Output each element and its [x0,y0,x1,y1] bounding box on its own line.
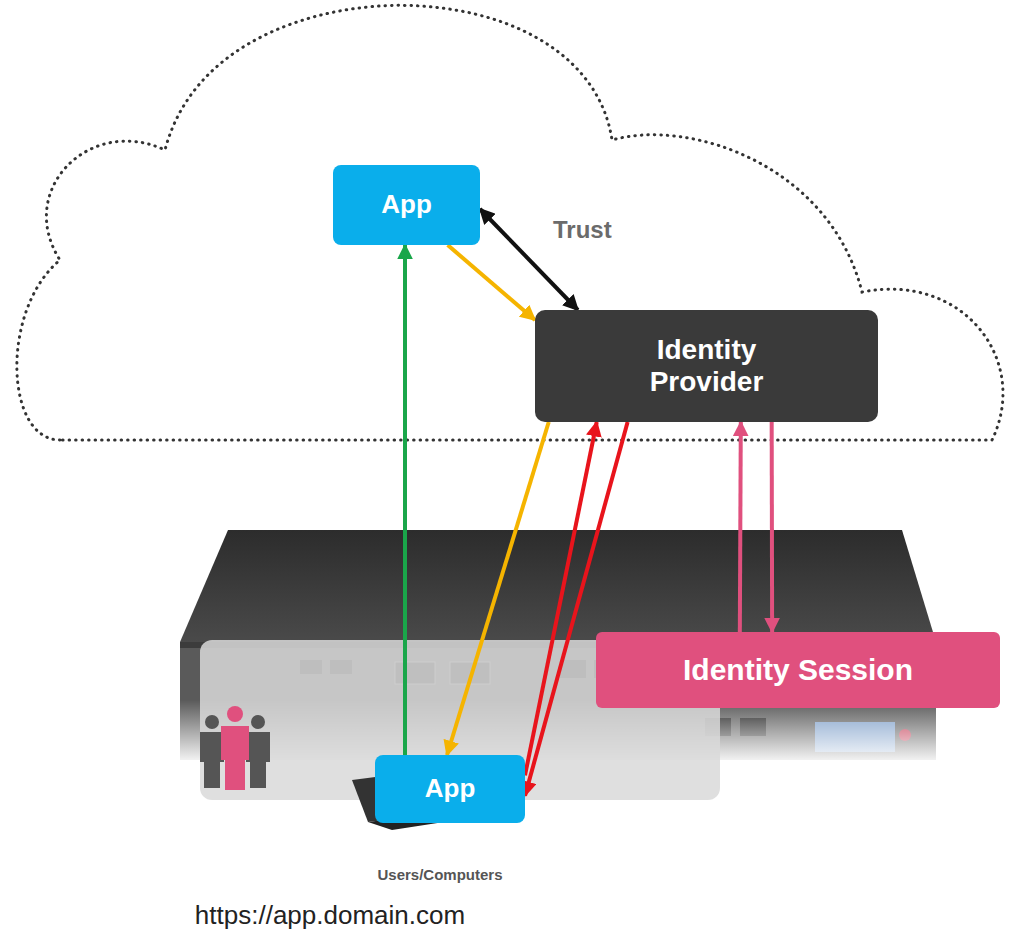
cloud-outline [17,5,1003,440]
connector-arrow [525,422,597,775]
connector-arrow [738,422,743,632]
connector-arrow [448,245,535,320]
edge-label: Trust [553,216,612,244]
identity-provider-box: Identity Provider [535,310,878,422]
identity-session-box: Identity Session [596,632,1000,708]
connector-arrow [447,422,549,755]
caption-label: Users/Computers [377,866,502,883]
connector-arrow [403,245,407,755]
node-label: Identity Session [683,653,913,688]
users-icon [200,706,270,790]
node-label: App [381,190,432,220]
connector-arrow [770,422,774,632]
url-label: https://app.domain.com [195,900,465,931]
connector-arrow [525,422,628,796]
node-label: Identity Provider [617,334,797,398]
app-box: App [375,755,525,823]
app-box: App [333,165,480,245]
node-label: App [425,774,476,804]
